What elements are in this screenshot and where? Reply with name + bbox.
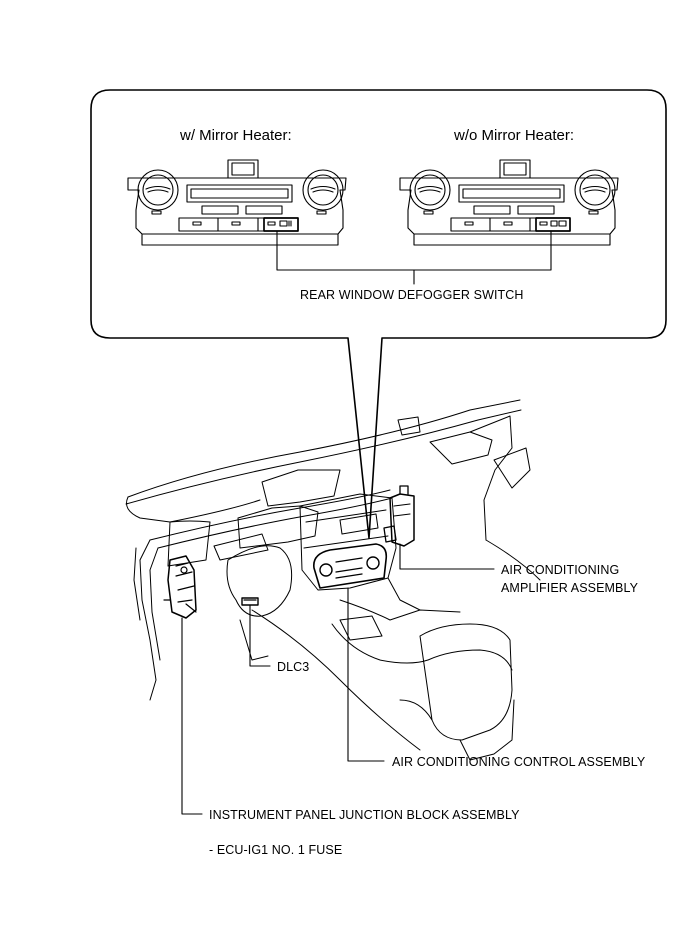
ac-amplifier-label-line1: AIR CONDITIONING: [501, 563, 620, 577]
without-mirror-heater-heading: w/o Mirror Heater:: [454, 127, 575, 144]
ecu-ig1-fuse-label: - ECU-IG1 NO. 1 FUSE: [209, 843, 343, 857]
ac-control-assembly-label: AIR CONDITIONING CONTROL ASSEMBLY: [392, 755, 646, 769]
with-mirror-heater-heading: w/ Mirror Heater:: [180, 127, 292, 144]
junction-block-leader: [181, 617, 203, 815]
callout-bubble: [90, 89, 667, 539]
instrument-panel-junction-block-label: INSTRUMENT PANEL JUNCTION BLOCK ASSEMBLY: [209, 808, 520, 822]
control-panel-with-mirror-heater: [127, 159, 347, 246]
ac-amplifier-leader: [399, 543, 495, 570]
hvac-panel-in-dash: [313, 543, 388, 589]
defogger-switch-leader: [276, 230, 552, 285]
control-panel-without-mirror-heater: [399, 159, 619, 246]
rear-window-defogger-switch-label: REAR WINDOW DEFOGGER SWITCH: [300, 288, 524, 302]
dlc3-connector: [241, 597, 259, 606]
dashboard-illustration: [125, 399, 541, 761]
dlc3-leader: [249, 604, 271, 667]
instrument-panel-junction-block: [167, 555, 197, 619]
dlc3-label: DLC3: [277, 660, 310, 674]
ac-control-leader: [347, 587, 385, 762]
ac-amplifier-label-line2: AMPLIFIER ASSEMBLY: [501, 581, 639, 595]
